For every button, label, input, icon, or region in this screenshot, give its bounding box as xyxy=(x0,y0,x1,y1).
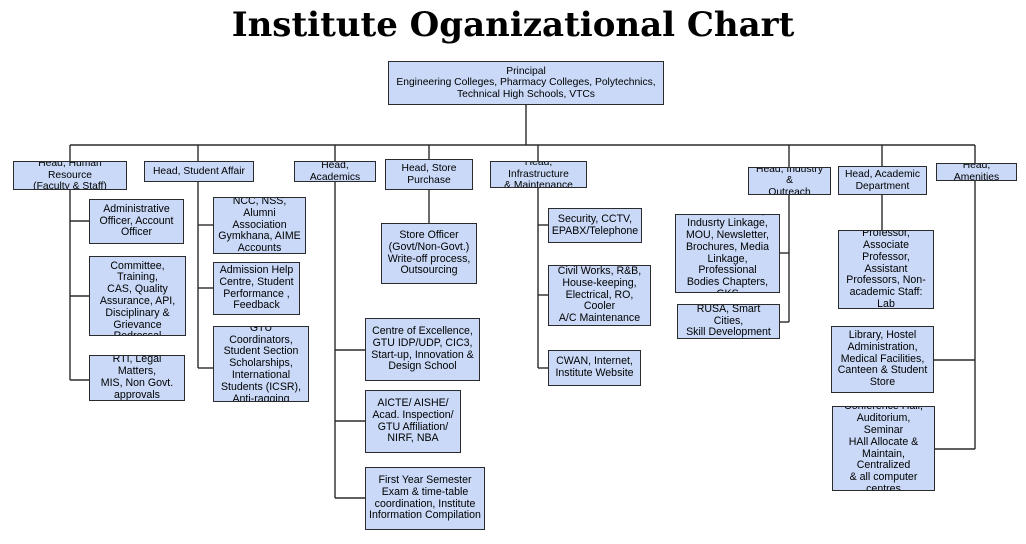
head-industry-outreach: Head, Industry & Outreach xyxy=(748,167,831,195)
student-admission-box: Admission Help Centre, Student Performan… xyxy=(213,262,300,315)
store-officer-box: Store Officer (Govt/Non-Govt.) Write-off… xyxy=(381,223,477,284)
acad-dept-staff-box: Academic Staff: Professor, Associate Pro… xyxy=(838,230,934,309)
hr-admin-officer-box: Administrative Officer, Account Officer xyxy=(89,199,184,244)
student-gtu-coordinators-box: GTU Coordinators, Student Section Schola… xyxy=(213,326,309,402)
academics-first-year-box: First Year Semester Exam & time-table co… xyxy=(365,467,485,530)
infra-cwan-box: CWAN, Internet, Institute Website xyxy=(548,350,641,386)
academics-aicte-box: AICTE/ AISHE/ Acad. Inspection/ GTU Affi… xyxy=(365,390,461,453)
hr-overload-committee-box: Institute Overload Committee, Training, … xyxy=(89,256,186,336)
amenities-library-box: Library, Hostel Administration, Medical … xyxy=(831,326,934,393)
head-infrastructure: Head, Infrastructure & Maintenance xyxy=(490,161,587,188)
chart-title: Institute Oganizational Chart xyxy=(231,5,795,45)
head-amenities: Head, Amenities xyxy=(936,163,1017,181)
head-student-affair: Head, Student Affair xyxy=(144,161,254,182)
head-academics: Head, Academics xyxy=(294,161,376,182)
student-ncc-nss-box: NCC, NSS, Alumni Association Gymkhana, A… xyxy=(213,197,306,254)
infra-security-box: Security, CCTV, EPABX/Telephone xyxy=(548,208,642,243)
academics-coe-box: Centre of Excellence, GTU IDP/UDP, CIC3,… xyxy=(365,318,480,381)
infra-civil-works-box: Civil Works, R&B, House-keeping, Electri… xyxy=(548,265,651,326)
head-human-resource: Head, Human Resource (Faculty & Staff) xyxy=(13,161,127,190)
hr-rti-legal-box: RTI, Legal Matters, MIS, Non Govt. appro… xyxy=(89,355,185,401)
principal-box: Principal Engineering Colleges, Pharmacy… xyxy=(388,61,664,105)
industry-placement-box: Placement Cell, Indusrty Linkage, MOU, N… xyxy=(675,214,780,293)
amenities-conference-box: Conference Hall, Auditorium, Seminar HAl… xyxy=(832,406,935,491)
head-academic-department: Head, Academic Department xyxy=(838,166,927,195)
industry-rusa-box: RUSA, Smart Cities, Skill Development xyxy=(677,304,780,339)
head-store-purchase: Head, Store Purchase xyxy=(385,159,473,190)
